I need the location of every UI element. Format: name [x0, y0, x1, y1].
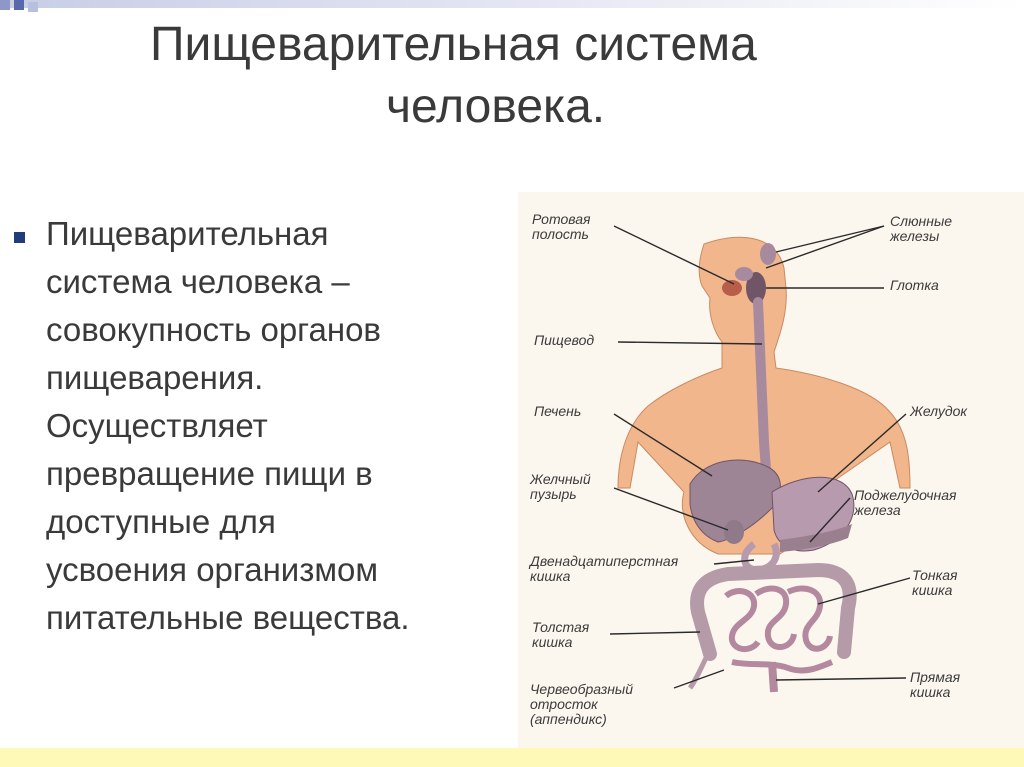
salivary-gland: [760, 243, 776, 265]
bullet-line: пищеварения.: [46, 359, 264, 396]
bullet-line: Осуществляет: [46, 407, 268, 444]
bullet-line: усвоения организмом: [46, 551, 379, 588]
title-line-1: Пищеварительная система: [150, 18, 757, 71]
liver: [689, 459, 781, 543]
label-pharynx: Глотка: [890, 277, 939, 293]
label-liver: Печень: [534, 403, 582, 419]
corner-decoration: [0, 0, 1024, 12]
label-esophagus: Пищевод: [534, 332, 595, 348]
bullet-line: система человека –: [46, 263, 350, 300]
bottom-bar: [0, 748, 1024, 767]
mouth-cavity: [722, 280, 742, 296]
bullet-square-icon: [14, 232, 25, 243]
large-intestine: [690, 562, 857, 661]
small-intestine: [724, 585, 834, 674]
bullet-line: Пищеварительная: [46, 215, 329, 252]
bullet-line: доступные для: [46, 503, 276, 540]
rectum: [768, 661, 778, 693]
bullet-line: совокупность органов: [46, 311, 381, 348]
bullet-line: превращение пищи в: [46, 455, 373, 492]
bullet-text: Пищеварительная система человека – совок…: [46, 210, 496, 642]
slide-title: Пищеварительная система человека.: [150, 14, 870, 138]
gallbladder: [724, 520, 744, 544]
anatomy-illustration: [518, 192, 1024, 748]
pancreas: [780, 524, 852, 552]
title-line-2: человека.: [386, 80, 606, 133]
label-stomach: Желудок: [910, 403, 968, 419]
pharynx: [746, 272, 766, 304]
leader-lines: [609, 225, 911, 689]
appendix: [687, 656, 709, 690]
bullet-line: питательные вещества.: [46, 599, 410, 636]
